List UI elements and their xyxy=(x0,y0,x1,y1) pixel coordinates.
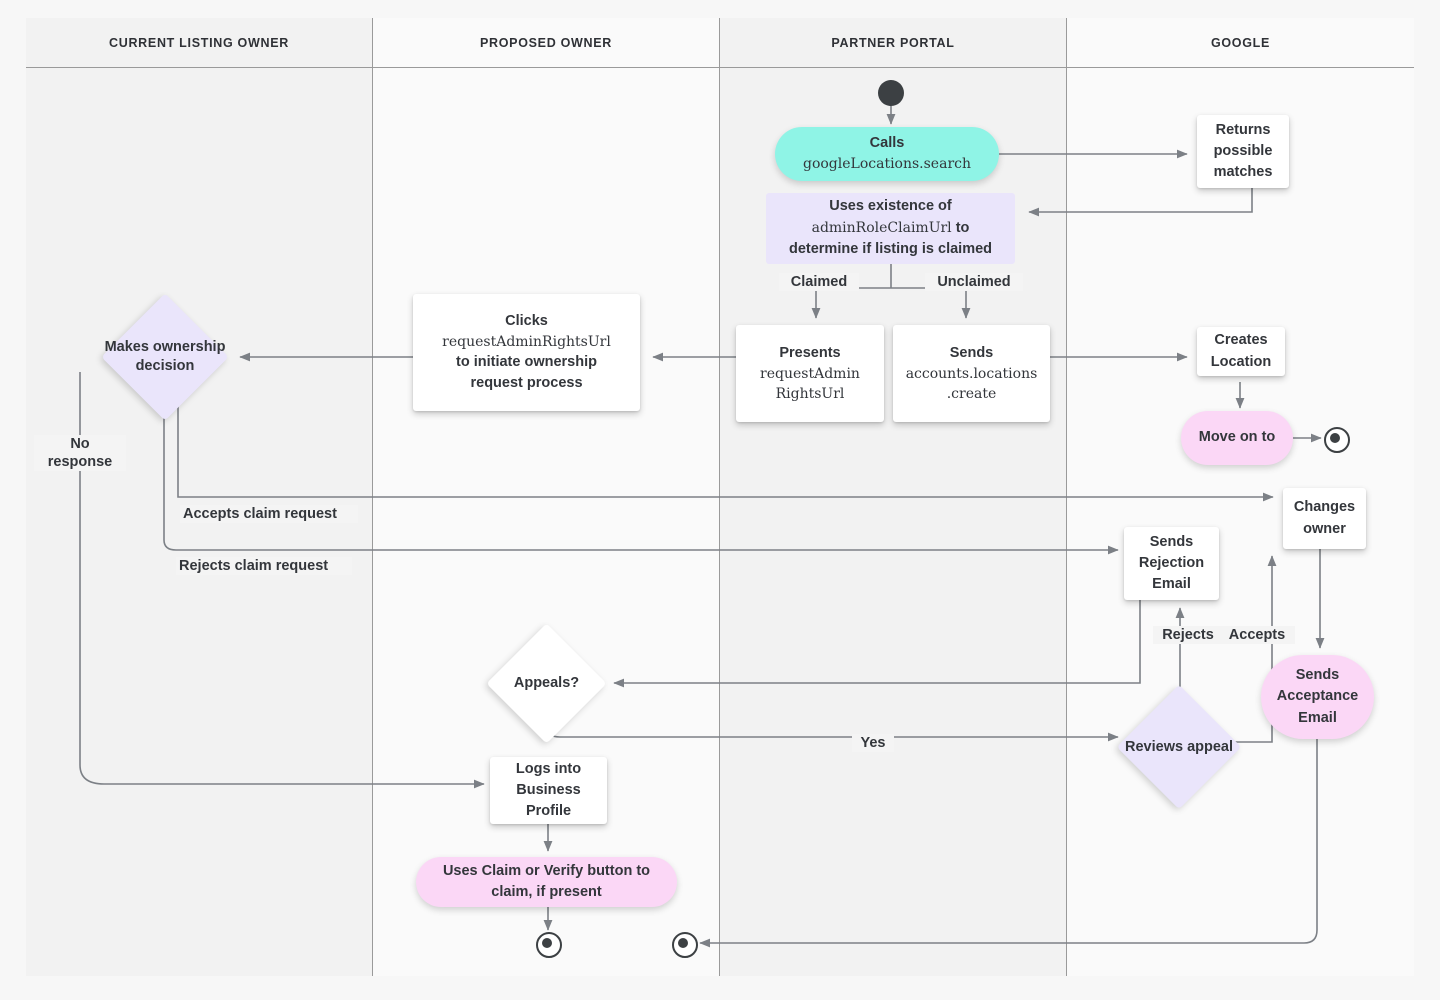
node-reviews-appeal[interactable]: Reviews appeal xyxy=(1116,684,1242,810)
lane-label-proposed-owner: PROPOSED OWNER xyxy=(479,35,613,50)
node-changes-owner[interactable]: Changes owner xyxy=(1283,488,1366,549)
node-usesclaim-line1: Uses Claim or Verify button to xyxy=(442,862,651,879)
node-sends-acceptance-email-label: Sends Acceptance Email xyxy=(1276,667,1359,726)
node-sendscreate-line1: Sends xyxy=(949,344,994,361)
node-presents-line1: Presents xyxy=(779,344,841,361)
node-sendscreate-line2: accounts.locations xyxy=(905,365,1038,382)
node-creates-location[interactable]: Creates Location xyxy=(1197,327,1285,376)
node-sends-acceptance-email[interactable]: Sends Acceptance Email xyxy=(1261,655,1374,739)
lane-header-google: GOOGLE xyxy=(1067,18,1414,68)
lane-label-current-listing-owner: CURRENT LISTING OWNER xyxy=(109,35,289,50)
node-presents-line3: RightsUrl xyxy=(775,386,845,402)
end-node-google xyxy=(1324,427,1350,453)
node-makes-ownership-decision[interactable]: Makes ownership decision xyxy=(101,293,229,421)
node-presents-line2: requestAdmin xyxy=(760,365,860,382)
edge-label-claimed: Claimed xyxy=(779,273,859,292)
node-calls-google-locations-search[interactable]: Calls googleLocations.search xyxy=(775,127,999,181)
node-move-on-to[interactable]: Move on to xyxy=(1181,411,1293,465)
node-usesclaim-line2: claim, if present xyxy=(491,884,602,900)
node-makes-decision-label: Makes ownership decision xyxy=(104,339,226,374)
node-appeals-decision[interactable]: Appeals? xyxy=(486,623,607,744)
lane-header-proposed-owner: PROPOSED OWNER xyxy=(373,18,720,68)
node-logs-into-label: Logs into Business Profile xyxy=(515,760,582,820)
node-presents-requestadminrightsurl[interactable]: Presents requestAdmin RightsUrl xyxy=(736,325,884,422)
edge-label-rejects-claim-request: Rejects claim request xyxy=(176,557,352,576)
node-appeals-label: Appeals? xyxy=(513,675,580,692)
end-node-proposed-owner xyxy=(536,932,562,958)
lane-label-google: GOOGLE xyxy=(1210,35,1271,50)
node-sends-accounts-locations-create[interactable]: Sends accounts.locations .create xyxy=(893,325,1050,422)
node-sends-rejection-email[interactable]: Sends Rejection Email xyxy=(1124,527,1219,600)
node-clicks-line4: request process xyxy=(470,375,583,392)
node-clicks-requestadminrightsurl[interactable]: Clicks requestAdminRightsUrl to initiate… xyxy=(413,294,640,411)
node-uses-line1: Uses existence of xyxy=(829,197,952,214)
node-reviews-appeal-label: Reviews appeal xyxy=(1125,738,1233,755)
node-calls-line2: googleLocations.search xyxy=(802,156,971,173)
lane-header-partner-portal: PARTNER PORTAL xyxy=(720,18,1067,68)
edge-label-unclaimed: Unclaimed xyxy=(925,273,1023,292)
node-logs-into-business-profile[interactable]: Logs into Business Profile xyxy=(490,757,607,824)
edge-label-accepts-claim-request: Accepts claim request xyxy=(180,505,358,524)
node-returns-label: Returns possible matches xyxy=(1213,121,1273,181)
node-returns-possible-matches[interactable]: Returns possible matches xyxy=(1197,115,1289,188)
node-move-on-to-label: Move on to xyxy=(1198,429,1276,446)
node-uses-existence-of-adminroleclaimurl[interactable]: Uses existence of adminRoleClaimUrl to d… xyxy=(766,193,1015,264)
node-uses-code: adminRoleClaimUrl xyxy=(811,219,952,236)
node-creates-location-label: Creates Location xyxy=(1210,332,1272,370)
node-clicks-line2: requestAdminRightsUrl xyxy=(442,333,611,350)
node-uses-line3: determine if listing is claimed xyxy=(788,241,993,258)
node-uses-claim-or-verify-button[interactable]: Uses Claim or Verify button to claim, if… xyxy=(416,857,677,907)
lane-header-current-listing-owner: CURRENT LISTING OWNER xyxy=(26,18,373,68)
node-clicks-line3: to initiate ownership xyxy=(456,354,597,371)
start-node xyxy=(878,80,904,106)
node-sends-rejection-email-label: Sends Rejection Email xyxy=(1138,533,1205,593)
node-sendscreate-line3: .create xyxy=(946,386,997,402)
node-changes-owner-label: Changes owner xyxy=(1293,499,1356,537)
edge-label-no-response: No response xyxy=(34,435,126,472)
end-node-partner-portal xyxy=(672,932,698,958)
node-uses-line2: adminRoleClaimUrl to xyxy=(812,218,970,240)
lane-body-proposed-owner xyxy=(373,68,720,976)
edge-label-accepts: Accepts xyxy=(1219,626,1295,645)
lane-label-partner-portal: PARTNER PORTAL xyxy=(831,35,955,50)
node-calls-line1: Calls xyxy=(869,135,905,152)
edge-label-rejects: Rejects xyxy=(1153,626,1223,645)
node-clicks-line1: Clicks xyxy=(505,312,548,329)
edge-label-yes: Yes xyxy=(852,734,894,753)
node-uses-line2-suffix: to xyxy=(951,219,970,236)
